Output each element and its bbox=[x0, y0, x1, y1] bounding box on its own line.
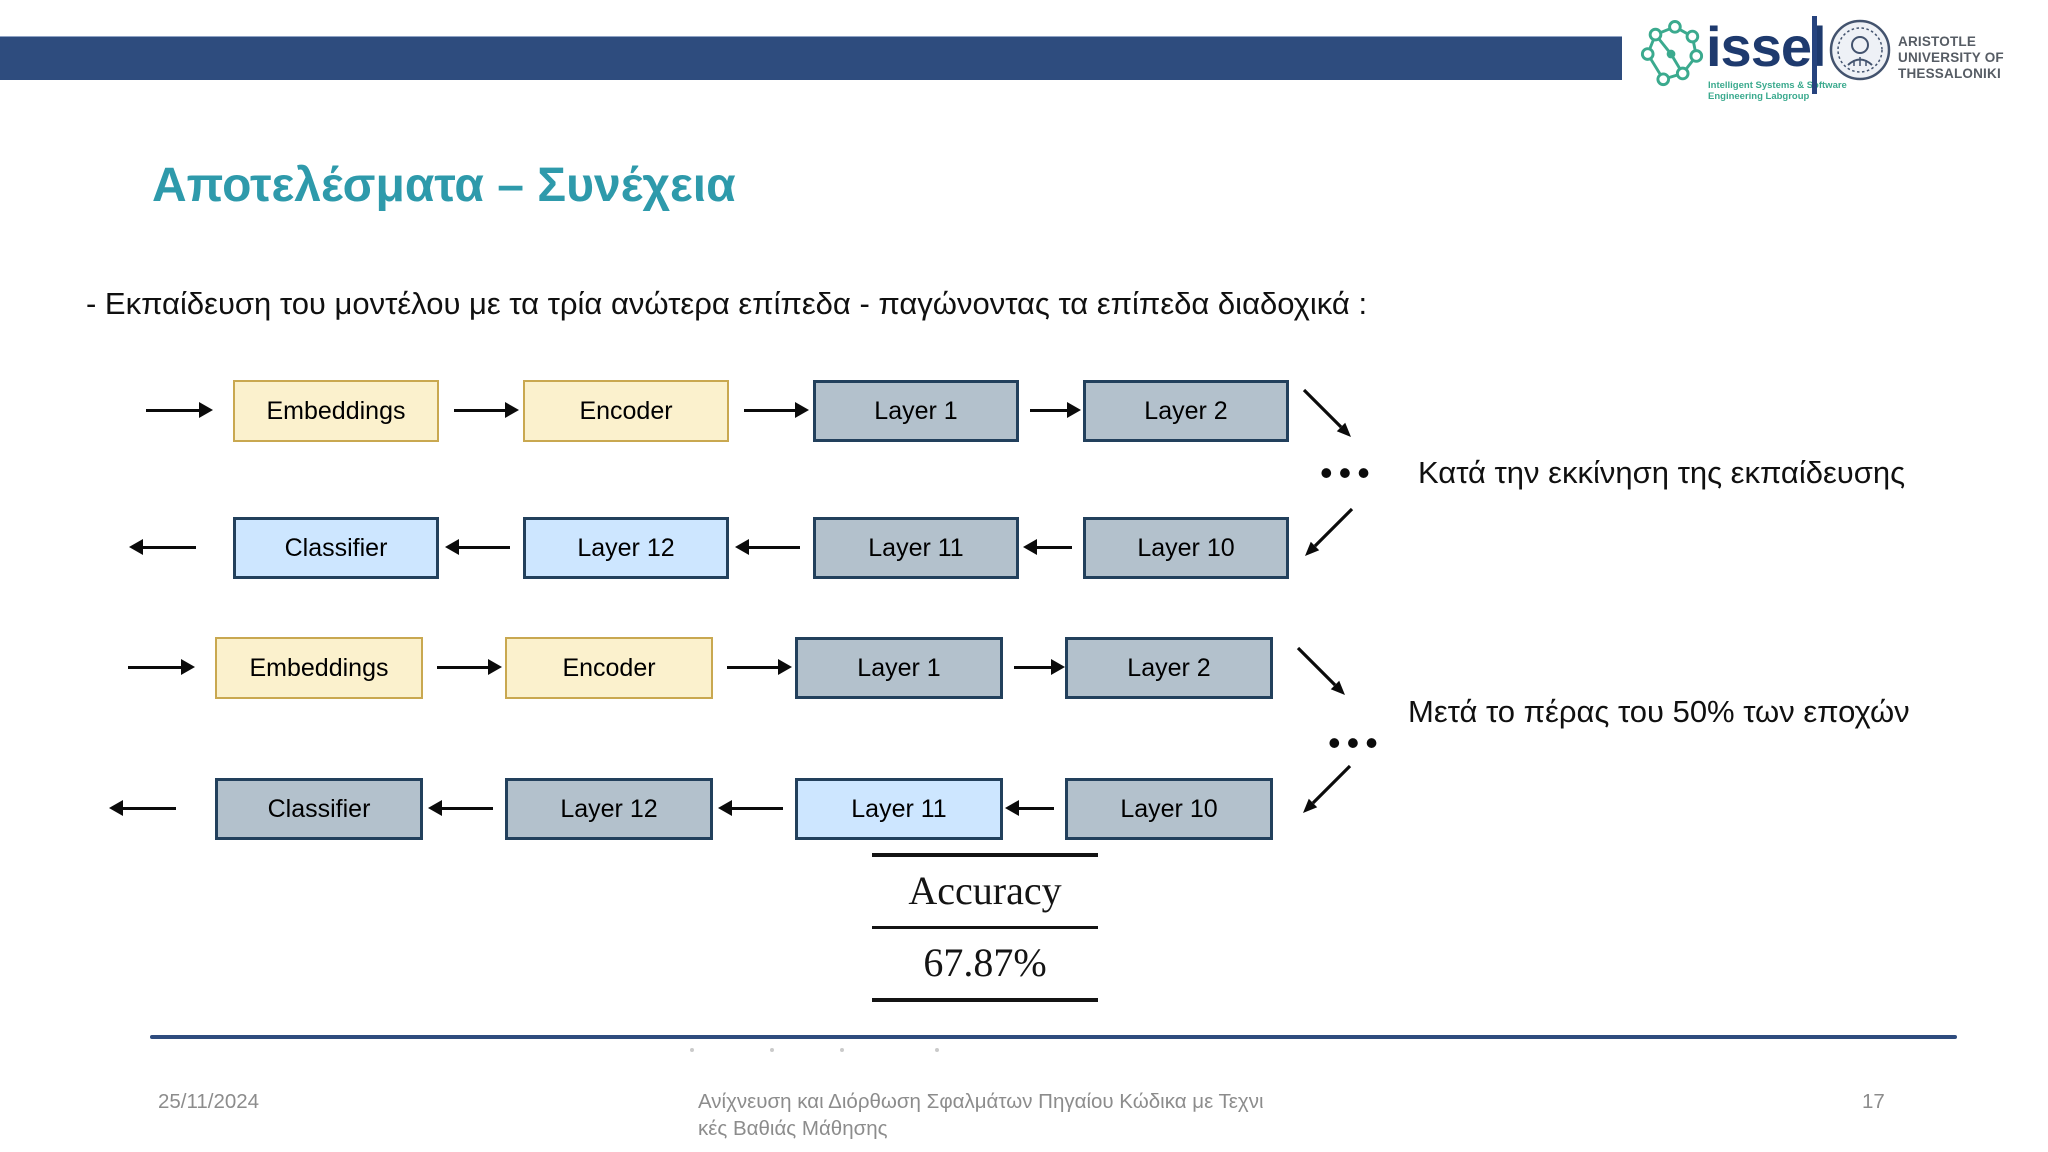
annotation-start-of-training: Κατά την εκκίνηση της εκπαίδευσης bbox=[1418, 455, 1906, 490]
diagram-box-classifier: Classifier bbox=[233, 517, 439, 579]
issel-wordmark: issel bbox=[1706, 15, 1827, 78]
ellipsis-icon: ••• bbox=[1320, 452, 1376, 493]
diagram-box-layer11: Layer 11 bbox=[813, 517, 1019, 579]
arrow-down-left-icon bbox=[1294, 762, 1354, 827]
arrow-down-right-icon bbox=[1294, 644, 1354, 709]
artifact-dot bbox=[690, 1048, 694, 1052]
footer-caption-line1: Ανίχνευση και Διόρθωση Σφαλμάτων Πηγαίου… bbox=[698, 1090, 1264, 1113]
footer-caption: Ανίχνευση και Διόρθωση Σφαλμάτων Πηγαίου… bbox=[698, 1088, 1398, 1142]
slide-subtitle: - Εκπαίδευση του μοντέλου με τα τρία ανώ… bbox=[86, 286, 1368, 321]
diagram-box-embeddings: Embeddings bbox=[233, 380, 439, 442]
slide-title: Αποτελέσματα – Συνέχεια bbox=[152, 159, 736, 212]
top-accent-bar bbox=[0, 36, 1622, 80]
table-rule-bottom bbox=[872, 998, 1098, 1002]
arrow-right-icon bbox=[128, 659, 195, 675]
arrow-down-right-icon bbox=[1300, 386, 1360, 451]
diagram-box-embeddings: Embeddings bbox=[215, 637, 423, 699]
artifact-dot bbox=[840, 1048, 844, 1052]
arrow-right-icon bbox=[1030, 402, 1081, 418]
arrow-left-icon bbox=[735, 539, 800, 555]
university-name-line3: THESSALONIKI bbox=[1898, 66, 2001, 81]
accuracy-value: 67.87% bbox=[923, 940, 1047, 985]
arrow-left-icon bbox=[1023, 539, 1072, 555]
page-number: 17 bbox=[1862, 1090, 1885, 1113]
artifact-dot bbox=[770, 1048, 774, 1052]
footer-caption-line2: κές Βαθιάς Μάθησης bbox=[698, 1117, 888, 1140]
accuracy-table: Accuracy 67.87% bbox=[872, 853, 1098, 1002]
logo-divider bbox=[1812, 16, 1817, 94]
arrow-right-icon bbox=[1014, 659, 1065, 675]
footer-divider bbox=[150, 1035, 1957, 1039]
ellipsis-icon: ••• bbox=[1328, 722, 1384, 763]
arrow-down-left-icon bbox=[1296, 505, 1356, 570]
arrow-right-icon bbox=[744, 402, 809, 418]
aristotle-university-emblem-icon bbox=[1828, 18, 1892, 87]
university-name-line1: ARISTOTLE bbox=[1898, 34, 1977, 49]
diagram-box-layer2: Layer 2 bbox=[1065, 637, 1273, 699]
arrow-left-icon bbox=[445, 539, 510, 555]
university-name: ARISTOTLE UNIVERSITY OF THESSALONIKI bbox=[1898, 34, 2004, 82]
annotation-after-50-percent-epochs: Μετά το πέρας του 50% των εποχών bbox=[1408, 694, 1910, 729]
diagram-box-encoder: Encoder bbox=[505, 637, 713, 699]
diagram-box-layer12: Layer 12 bbox=[505, 778, 713, 840]
diagram-box-layer1: Layer 1 bbox=[795, 637, 1003, 699]
accuracy-header: Accuracy bbox=[908, 868, 1062, 913]
arrow-right-icon bbox=[454, 402, 519, 418]
arrow-left-icon bbox=[1005, 800, 1054, 816]
diagram-box-layer12: Layer 12 bbox=[523, 517, 729, 579]
university-name-line2: UNIVERSITY OF bbox=[1898, 50, 2004, 65]
artifact-dot bbox=[935, 1048, 939, 1052]
arrow-left-icon bbox=[428, 800, 493, 816]
arrow-left-icon bbox=[109, 800, 176, 816]
arrow-left-icon bbox=[718, 800, 783, 816]
issel-tagline: Intelligent Systems & Software Engineeri… bbox=[1708, 80, 1847, 102]
diagram-box-layer1: Layer 1 bbox=[813, 380, 1019, 442]
diagram-box-classifier: Classifier bbox=[215, 778, 423, 840]
arrow-right-icon bbox=[437, 659, 502, 675]
arrow-right-icon bbox=[727, 659, 792, 675]
issel-brain-network-icon bbox=[1638, 18, 1706, 97]
diagram-box-layer2: Layer 2 bbox=[1083, 380, 1289, 442]
diagram-box-layer10: Layer 10 bbox=[1065, 778, 1273, 840]
diagram-box-encoder: Encoder bbox=[523, 380, 729, 442]
header-logos: issel Intelligent Systems & Software Eng… bbox=[1630, 8, 2040, 104]
arrow-right-icon bbox=[146, 402, 213, 418]
diagram-box-layer10: Layer 10 bbox=[1083, 517, 1289, 579]
table-rule-middle bbox=[872, 926, 1098, 929]
issel-tagline-line1: Intelligent Systems & Software bbox=[1708, 80, 1847, 91]
issel-tagline-line2: Engineering Labgroup bbox=[1708, 91, 1810, 102]
arrow-left-icon bbox=[129, 539, 196, 555]
table-rule-top bbox=[872, 853, 1098, 857]
diagram-box-layer11: Layer 11 bbox=[795, 778, 1003, 840]
footer-date: 25/11/2024 bbox=[158, 1090, 260, 1113]
